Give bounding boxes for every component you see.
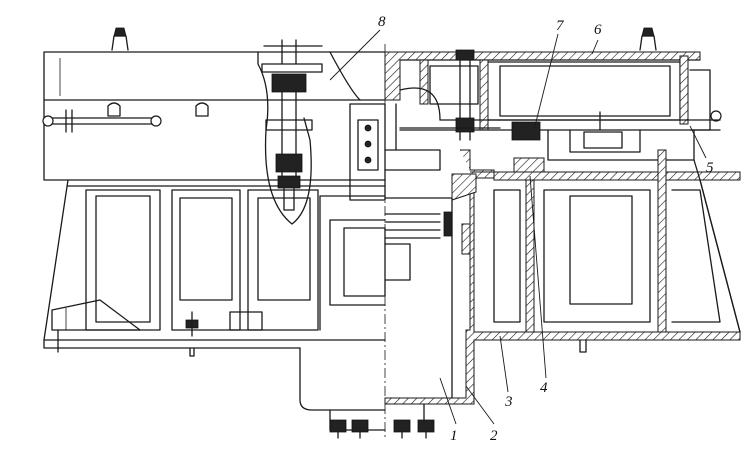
label-2: 2: [490, 428, 498, 444]
label-1: 1: [450, 428, 458, 444]
left-external-view: [42, 27, 411, 431]
label-7: 7: [556, 18, 565, 34]
label-3: 3: [504, 394, 513, 410]
leader-lines: [329, 29, 707, 425]
label-8: 8: [378, 14, 386, 30]
right-section-view: [329, 27, 741, 439]
label-5: 5: [706, 160, 714, 176]
label-4: 4: [540, 380, 548, 396]
label-6: 6: [594, 22, 602, 38]
